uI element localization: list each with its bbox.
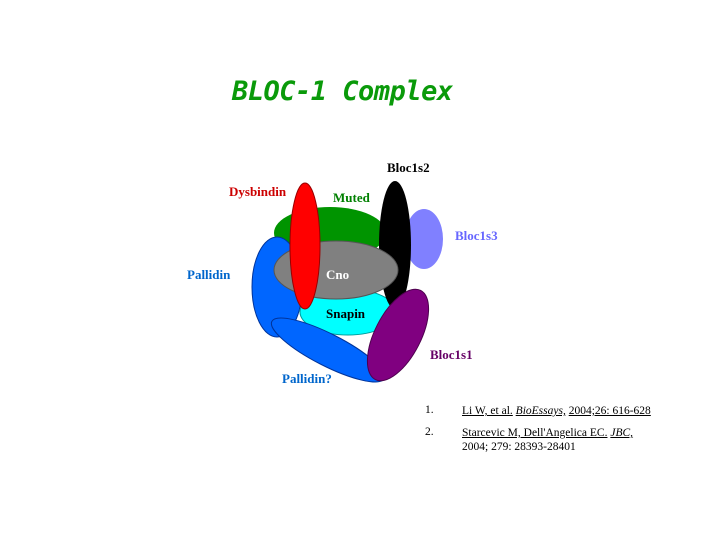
snapin-label: Snapin bbox=[326, 306, 366, 321]
bloc1s1-shape bbox=[366, 288, 430, 382]
reference-authors: Starcevic M, Dell'Angelica EC. bbox=[462, 427, 608, 439]
reference-authors: Li W, et al. bbox=[462, 405, 513, 417]
reference-item: 2. Starcevic M, Dell'Angelica EC. JBC, 2… bbox=[425, 426, 695, 454]
reference-number: 1. bbox=[425, 404, 434, 416]
slide-title: BLOC-1 Complex bbox=[232, 76, 453, 107]
reference-journal: JBC, bbox=[610, 427, 634, 439]
reference-text: Starcevic M, Dell'Angelica EC. JBC, 2004… bbox=[462, 426, 633, 454]
bloc1s1-label: Bloc1s1 bbox=[430, 347, 473, 362]
pallidin-q-label: Pallidin? bbox=[282, 371, 332, 386]
pallidin-label: Pallidin bbox=[187, 267, 231, 282]
bloc1s3-shape bbox=[405, 209, 443, 269]
reference-text: Li W, et al. BioEssays, 2004;26: 616-628 bbox=[462, 404, 651, 418]
reference-details: 2004;26: 616-628 bbox=[568, 405, 651, 417]
reference-journal: BioEssays, bbox=[515, 405, 566, 417]
dysbindin-shape bbox=[289, 182, 321, 310]
reference-number: 2. bbox=[425, 426, 434, 438]
muted-label: Muted bbox=[333, 190, 371, 205]
bloc1s2-shape bbox=[379, 181, 411, 309]
dysbindin-label: Dysbindin bbox=[229, 184, 287, 199]
reference-item: 1. Li W, et al. BioEssays, 2004;26: 616-… bbox=[425, 404, 695, 418]
references: 1. Li W, et al. BioEssays, 2004;26: 616-… bbox=[425, 404, 695, 462]
bloc1s2-label: Bloc1s2 bbox=[387, 160, 430, 175]
reference-details: 2004; 279: 28393-28401 bbox=[462, 441, 576, 453]
cno-label: Cno bbox=[326, 267, 349, 282]
bloc1s3-label: Bloc1s3 bbox=[455, 228, 498, 243]
